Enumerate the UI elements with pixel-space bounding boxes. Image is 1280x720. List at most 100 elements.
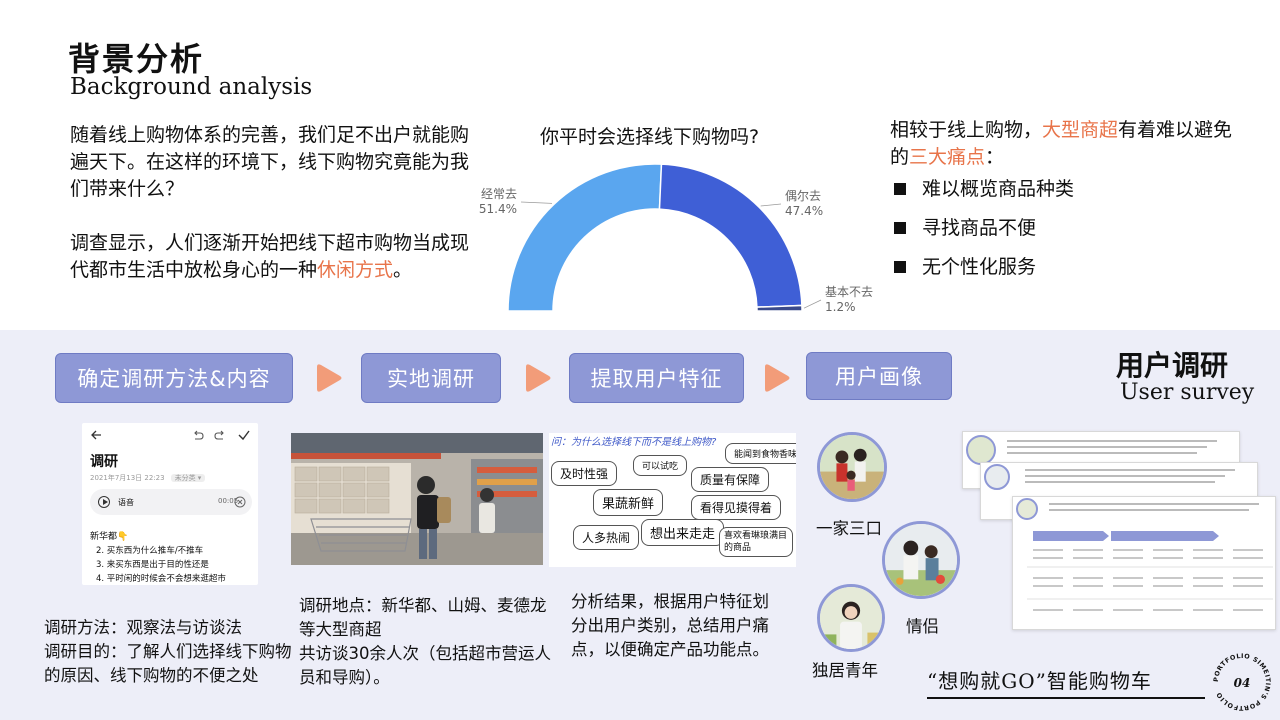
slice-label-1: 偶尔去 [785, 188, 821, 203]
survey-title: 用户调研 [1116, 349, 1229, 382]
square-bullet-icon [894, 222, 906, 234]
reason-bubble: 人多热闹 [573, 525, 640, 550]
pain-suffix: ： [985, 146, 1005, 168]
notes-list-item: 2. 买东西为什么推车/不推车 [96, 546, 204, 556]
family-avatar [817, 432, 887, 502]
leader-line-0 [520, 201, 553, 204]
slice-value-0: 51.4% [479, 202, 517, 216]
pain-intro: 相较于线上购物，大型商超有着难以避免的三大痛点： [890, 117, 1250, 171]
intro-paragraph-2: 调查显示，人们逐渐开始把线下超市购物当成现代都市生活中放松身心的一种休闲方式。 [70, 230, 470, 284]
square-bullet-icon [894, 183, 906, 195]
doc-content [1016, 498, 1273, 611]
notes-date: 2021年7月13日 22:23 未分类 ▾ [90, 473, 206, 483]
doc-content [966, 435, 1217, 465]
audio-label: 语音 [118, 498, 134, 507]
arrow-right-icon [317, 364, 342, 392]
slice-label-0: 经常去 [481, 187, 517, 201]
notes-subtitle: 新华都👇 [90, 532, 129, 542]
page-title: 背景分析 [68, 40, 205, 78]
audio-clip: 语音 00:05 [90, 489, 252, 515]
audio-duration: 00:05 [218, 497, 239, 505]
doc-content [984, 464, 1235, 490]
reason-bubble: 喜欢看琳琅满目的商品 [719, 527, 793, 557]
persona-single-youth: 独居青年 [812, 661, 878, 680]
reason-bubble: 可以试吃 [633, 455, 688, 476]
notes-screenshot: 调研 2021年7月13日 22:23 未分类 ▾ 语音 00:05 新华都👇 2… [82, 423, 258, 585]
pain-item: 寻找商品不便 [892, 215, 1252, 241]
pain-prefix: 相较于线上购物， [890, 119, 1043, 141]
leader-line-2 [803, 299, 822, 309]
pain-mid: 有着难以避免的 [890, 119, 1233, 168]
slice-label-2: 基本不去 [825, 285, 873, 299]
slice-value-1: 47.4% [785, 204, 823, 218]
step-field-research: 实地调研 [361, 353, 501, 403]
survey-subtitle: User survey [1120, 380, 1255, 405]
reason-bubble: 果蔬新鲜 [593, 489, 664, 516]
supermarket-photo [291, 433, 543, 565]
couple-avatar [882, 521, 960, 599]
portfolio-badge: PORTFOLIO SIMEITIN'S PORTFOLIO 04 [1212, 652, 1272, 712]
notes-list: 2. 买东西为什么推车/不推车 3. 来买东西是出于目的性还是 4. 平时闲的时… [96, 544, 226, 585]
arrow-right-icon [526, 364, 551, 392]
pain-accent-1: 大型商超 [1042, 119, 1119, 141]
slice-value-2: 1.2% [825, 300, 856, 314]
persona-family: 一家三口 [816, 519, 882, 538]
chart-title: 你平时会选择线下购物吗? [540, 126, 760, 148]
close-circle-icon [234, 496, 246, 508]
notes-category: 未分类 ▾ [170, 474, 206, 482]
redo-icon [214, 430, 224, 440]
check-icon [238, 430, 250, 441]
reason-bubble: 质量有保障 [691, 467, 770, 492]
page-subtitle: Background analysis [70, 74, 313, 100]
single-youth-avatar [817, 584, 885, 652]
reason-bubble: 能闻到食物香味 [725, 443, 796, 464]
step-extract-features: 提取用户特征 [569, 353, 744, 403]
donut-slice-2 [756, 304, 803, 312]
pain-item: 无个性化服务 [892, 254, 1252, 280]
intro-paragraph-1: 随着线上购物体系的完善，我们足不出户就能购遍天下。在这样的环境下，线下购物究竟能… [70, 124, 470, 200]
intro-p2-accent: 休闲方式 [317, 259, 394, 281]
pain-item-text: 难以概览商品种类 [922, 178, 1075, 200]
intro-p2-prefix: 调查显示，人们逐渐开始把线下超市购物当成现代都市生活中放松身心的一种 [70, 232, 470, 281]
reason-bubble: 及时性强 [551, 461, 618, 486]
reason-bubble: 看得见摸得着 [691, 495, 782, 520]
step-method: 确定调研方法&内容 [55, 353, 293, 403]
intro-p2-suffix: 。 [393, 259, 413, 281]
intro-text: 随着线上购物体系的完善，我们足不出户就能购遍天下。在这样的环境下，线下购物究竟能… [70, 122, 470, 311]
footer-underline [927, 697, 1205, 699]
pain-item-text: 无个性化服务 [922, 256, 1037, 278]
location-text: 调研地点：新华都、山姆、麦德龙等大型商超 [299, 596, 547, 639]
interviews-text: 共访谈30余人次（包括超市营运人员和导购）。 [299, 644, 551, 687]
persona-couple: 情侣 [906, 617, 939, 636]
notes-list-item: 4. 平时闲的时候会不会想来逛超市 [96, 574, 226, 584]
analysis-caption: 分析结果，根据用户特征划分出用户类别，总结用户痛点，以便确定产品功能点。 [571, 592, 769, 659]
pain-item-text: 寻找商品不便 [922, 217, 1037, 239]
notes-title: 调研 [90, 454, 118, 470]
leader-line-1 [760, 203, 782, 207]
notes-list-item: 3. 来买东西是出于目的性还是 [96, 560, 209, 570]
square-bullet-icon [894, 261, 906, 273]
play-icon [98, 496, 110, 508]
persona-doc-3 [1012, 496, 1276, 630]
page-number: 04 [1234, 676, 1251, 690]
method-caption: 调研方法：观察法与访谈法 调研目的：了解人们选择线下购物的原因、线下购物的不便之… [44, 616, 294, 688]
reasons-word-cloud: 问：为什么选择线下而不是线上购物? 能闻到食物香味 及时性强 可以试吃 质量有保… [549, 433, 796, 567]
pain-accent-2: 三大痛点 [909, 146, 986, 168]
project-title: “想购就GO”智能购物车 [927, 669, 1152, 693]
arrow-right-icon [765, 364, 790, 392]
step-persona: 用户画像 [806, 352, 952, 400]
reason-bubble: 想出来走走 [641, 519, 725, 546]
pain-list: 难以概览商品种类 寻找商品不便 无个性化服务 [892, 176, 1252, 293]
undo-icon [194, 430, 204, 440]
method-text: 调研方法：观察法与访谈法 [44, 618, 242, 637]
question-text: 问：为什么选择线下而不是线上购物? [551, 437, 717, 448]
purpose-text: 调研目的：了解人们选择线下购物的原因、线下购物的不便之处 [44, 642, 292, 685]
notes-toolbar [82, 423, 258, 447]
notes-date-text: 2021年7月13日 22:23 [90, 474, 165, 482]
back-arrow-icon [91, 430, 101, 440]
donut-slice-1 [658, 163, 803, 308]
location-caption: 调研地点：新华都、山姆、麦德龙等大型商超 共访谈30余人次（包括超市营运人员和导… [299, 594, 551, 690]
pain-item: 难以概览商品种类 [892, 176, 1252, 202]
donut-slice-0 [507, 163, 663, 312]
